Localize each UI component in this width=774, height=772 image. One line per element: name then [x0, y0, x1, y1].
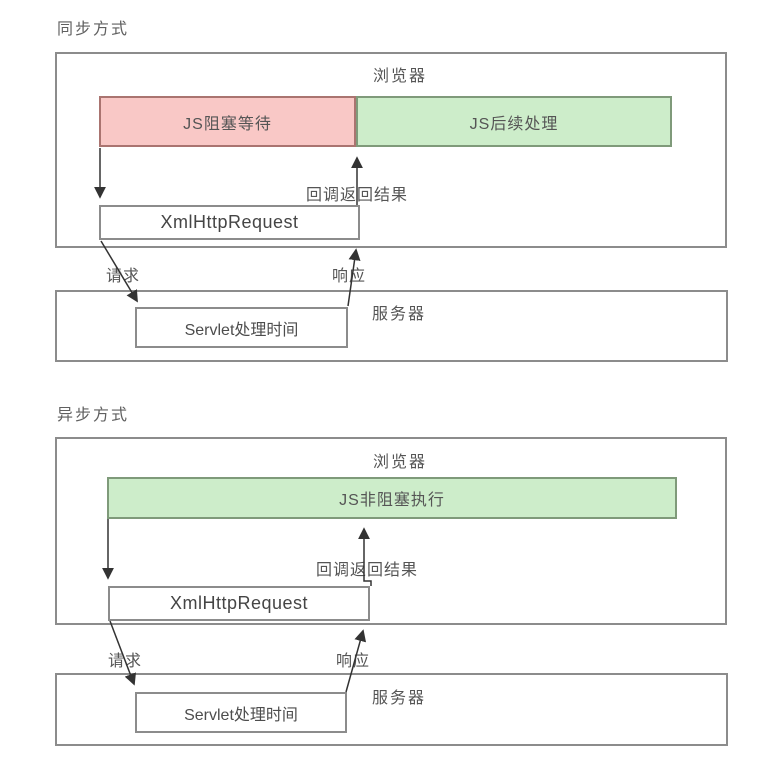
async-xhr-box: XmlHttpRequest: [108, 586, 370, 621]
async-browser-label: 浏览器: [372, 454, 427, 471]
async-servlet-box: Servlet处理时间: [135, 692, 347, 733]
sync-xhr-label: XmlHttpRequest: [160, 212, 299, 232]
sync-js-followup-label: JS后续处理: [469, 115, 559, 133]
sync-request-label: 请求: [106, 268, 141, 285]
sync-xhr-box: XmlHttpRequest: [99, 205, 360, 240]
async-xhr-label: XmlHttpRequest: [169, 593, 309, 613]
sync-callback-label: 回调返回结果: [306, 187, 409, 204]
async-callback-label: 回调返回结果: [316, 562, 419, 579]
sync-js-followup-bar: JS后续处理: [356, 96, 672, 147]
sync-section-title: 同步方式: [57, 21, 130, 38]
async-servlet-label: Servlet处理时间: [184, 706, 298, 724]
async-response-label: 响应: [336, 653, 371, 670]
async-js-nonblocking-bar: JS非阻塞执行: [107, 477, 677, 519]
async-request-label: 请求: [108, 653, 143, 670]
sync-js-blocking-bar: JS阻塞等待: [99, 96, 356, 147]
sync-response-label: 响应: [332, 268, 367, 285]
sync-servlet-label: Servlet处理时间: [184, 321, 299, 339]
sync-server-label: 服务器: [372, 306, 427, 323]
sync-servlet-box: Servlet处理时间: [135, 307, 348, 348]
async-server-label: 服务器: [372, 690, 427, 707]
async-js-nonblocking-label: JS非阻塞执行: [339, 492, 445, 509]
sync-js-blocking-label: JS阻塞等待: [183, 115, 272, 133]
async-section-title: 异步方式: [57, 407, 130, 424]
sync-browser-label: 浏览器: [372, 68, 427, 85]
